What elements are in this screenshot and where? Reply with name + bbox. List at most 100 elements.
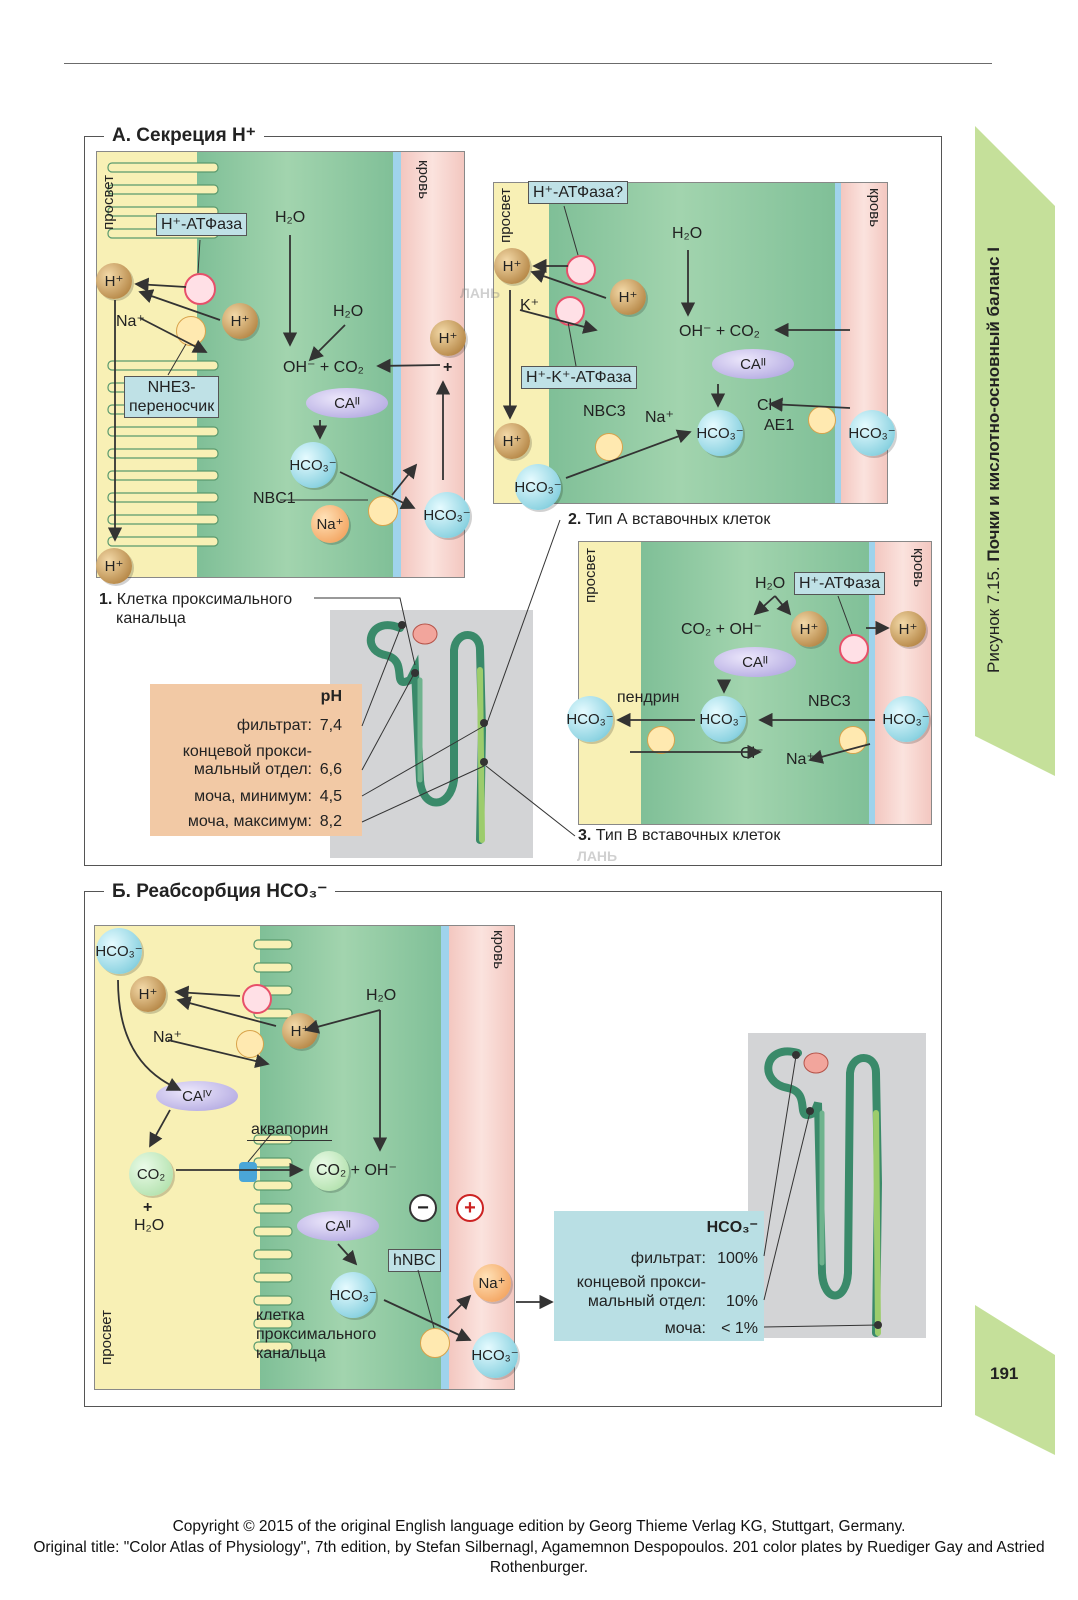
fig1-h-blood: H⁺: [430, 320, 466, 356]
hco3-row-value: 10%: [725, 1293, 758, 1310]
fig1-na-lumen: Na⁺: [116, 313, 145, 330]
fig1-caption: 1. Клетка проксимального канальца: [99, 590, 292, 628]
fig3-pendrin-pump-icon: [647, 726, 675, 754]
fig3-pendrin: пендрин: [617, 689, 680, 706]
fig2-caption: 2. Тип А вставочных клеток: [568, 510, 770, 529]
fig2-caption-num: 2.: [568, 511, 582, 528]
b-minus-sign: −: [409, 1194, 437, 1222]
ph-header: pH: [320, 688, 342, 705]
fig2-na: Na⁺: [645, 409, 674, 426]
hco3-row-label: мальный отдел:: [587, 1293, 706, 1310]
hco3-row-value: 100%: [717, 1250, 758, 1267]
fig1-caption-num: 1.: [99, 591, 113, 608]
fig3-hco3-lumen: HCO₃⁻: [566, 696, 614, 742]
fig3-caption-text: Тип В вставочных клеток: [595, 827, 781, 844]
hco3-header: HCO₃⁻: [706, 1219, 758, 1236]
fig2-ae1: AE1: [764, 417, 795, 434]
b-cell-label: клетка проксимального канальца: [256, 1306, 376, 1363]
fig1-nhe3-tag: NHE3- переносчик: [124, 376, 220, 418]
fig2-ae1-pump-icon: [808, 406, 836, 434]
fig3-caption: 3. Тип В вставочных клеток: [578, 826, 780, 845]
fig2-oh-co2: OH⁻ + CO₂: [679, 323, 760, 340]
fig1-caption-line2: канальца: [116, 610, 186, 627]
fig1-nhe3-pump-icon: [176, 316, 206, 346]
fig2-h2o: H₂O: [672, 225, 703, 242]
fig3-hco3-blood: HCO₃⁻: [882, 696, 930, 742]
b-plus-sign: +: [456, 1194, 484, 1222]
b-hnbc-pump-icon: [420, 1328, 450, 1358]
b-aquaporin-label: аквапорин: [247, 1119, 333, 1141]
fig2-hco3-cell: HCO₃⁻: [696, 410, 744, 456]
ph-row-value: 6,6: [319, 761, 342, 778]
fig1-carbonic-anhydrase: CAᴵᴵ: [306, 388, 388, 418]
hco3-row-label: фильтрат:: [630, 1250, 706, 1267]
b-h2o-lumen: H₂O: [134, 1217, 165, 1234]
b-cell-label-3: канальца: [256, 1345, 326, 1362]
watermark-logo: ЛАНЬ: [577, 848, 618, 864]
ph-row-label: фильтрат:: [236, 717, 312, 734]
copyright-line-2: Original title: "Color Atlas of Physiolo…: [33, 1539, 1045, 1576]
fig2-blood-label: кровь: [866, 188, 883, 228]
b-na-blood: Na⁺: [473, 1264, 511, 1302]
fig1-hco3-blood: HCO₃⁻: [423, 492, 471, 538]
b-co2-oh: CO₂ + OH⁻: [316, 1162, 397, 1179]
b-nhe-pump-icon: [236, 1030, 264, 1058]
fig2-hk-pump-icon: [555, 296, 585, 326]
panel-b-title: Б. Реабсорбция HCO₃⁻: [104, 880, 336, 904]
ph-row-value: 8,2: [319, 813, 342, 830]
ph-row-value: 4,5: [319, 788, 342, 805]
fig3-caption-num: 3.: [578, 827, 592, 844]
nephron-a-background: [330, 610, 533, 858]
fig2-atpase-tag: H⁺-АТФаза?: [528, 181, 629, 204]
watermark-logo: ЛАНЬ: [460, 285, 501, 301]
fig1-h-cell: H⁺: [222, 303, 258, 339]
fig2-carbonic-anhydrase: CAᴵᴵ: [712, 349, 794, 379]
panel-b-cell: [94, 925, 515, 1390]
ph-table: pH фильтрат: 7,4 концевой прокси- мальны…: [150, 684, 362, 836]
fig2-atpase-pump-icon: [566, 255, 596, 285]
top-rule: [64, 63, 992, 64]
nephron-b-diagram: [764, 1047, 883, 1337]
fig3-atpase-pump-icon: [839, 634, 869, 664]
fig1-nhe3-line1: NHE3-: [147, 379, 196, 396]
fig1-h-lumen-bottom: H⁺: [96, 548, 132, 584]
fig2-h-cell: H⁺: [610, 279, 646, 315]
aquaporin-channel-icon: [239, 1162, 257, 1182]
b-h-cell: H⁺: [282, 1013, 318, 1049]
fig1-h-lumen-top: H⁺: [96, 263, 132, 299]
fig1-atpase-pump-icon: [184, 273, 216, 305]
b-atpase-pump-icon: [242, 984, 272, 1014]
fig3-h-cell: H⁺: [791, 611, 827, 647]
b-hco3-lumen: HCO₃⁻: [95, 928, 143, 974]
fig1-h2o-2: H₂O: [333, 303, 364, 320]
b-hco3-cell: HCO₃⁻: [329, 1272, 377, 1318]
ph-row-label: моча, максимум:: [187, 813, 312, 830]
fig2-hco3-lumen: HCO₃⁻: [514, 464, 562, 510]
fig2-nbc3-pump-icon: [595, 433, 623, 461]
b-co2-cell-bubble: [309, 1151, 349, 1191]
b-h-lumen: H⁺: [130, 976, 166, 1012]
page-number-tab: [975, 1305, 1055, 1455]
fig3-h-blood: H⁺: [890, 611, 926, 647]
fig3-carbonic-anhydrase: CAᴵᴵ: [714, 647, 796, 677]
fig1-atpase-tag: H⁺-АТФаза: [156, 213, 248, 236]
fig1-oh-co2: OH⁻ + CO₂: [283, 359, 364, 376]
hco3-row-label: концевой прокси-: [576, 1274, 706, 1291]
nephron-a-diagram: [366, 621, 488, 844]
fig3-blood-label: кровь: [910, 548, 927, 588]
fig2-k: K⁺: [520, 297, 540, 314]
fig1-hco3-cell: HCO₃⁻: [289, 442, 337, 488]
fig3-nbc3: NBC3: [808, 693, 851, 710]
ph-row-value: 7,4: [319, 717, 342, 734]
page-number: 191: [990, 1364, 1019, 1383]
b-plus-lumen: +: [143, 1199, 153, 1216]
fig2-nbc3: NBC3: [583, 403, 626, 420]
copyright-line-1: Copyright © 2015 of the original English…: [172, 1518, 906, 1535]
fig1-na-cell: Na⁺: [311, 505, 349, 543]
fig2-h-lumen-top: H⁺: [494, 248, 530, 284]
fig1-plus: +: [443, 359, 453, 376]
b-co2-lumen: CO₂: [129, 1152, 173, 1196]
hco3-table: HCO₃⁻ фильтрат: 100% концевой прокси- ма…: [554, 1211, 764, 1341]
b-carbonic-anhydrase-ii: CAᴵᴵ: [297, 1211, 379, 1241]
